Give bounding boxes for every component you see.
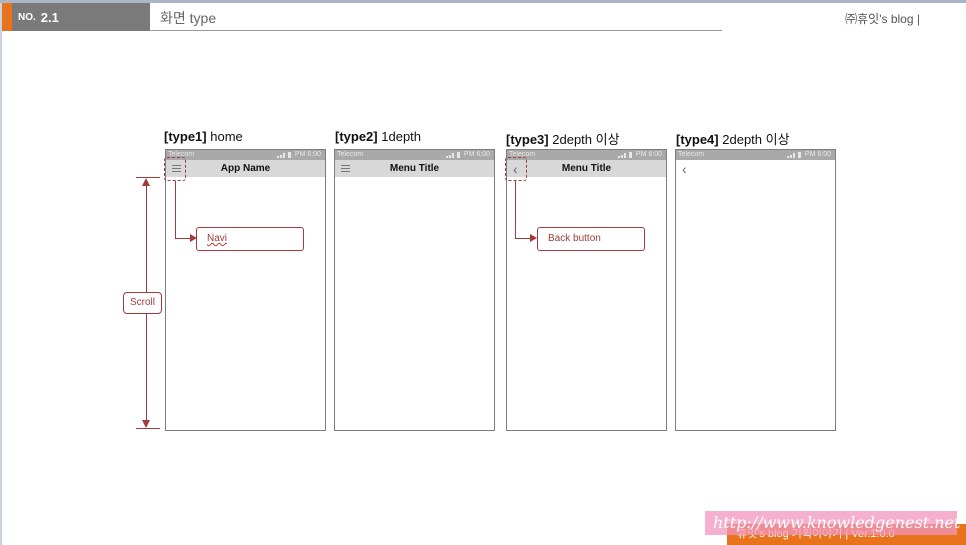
type-tag: [type1] (164, 129, 207, 144)
back-button-arrow (530, 234, 537, 242)
back-button-connector (515, 181, 516, 239)
signal-icon (269, 152, 295, 158)
signal-icon (779, 152, 805, 158)
scroll-top-tick (136, 177, 160, 178)
status-time: PM 6:00 (635, 151, 662, 158)
section-number-label: NO. (18, 11, 36, 23)
section-accent (2, 3, 12, 31)
navi-arrow (190, 234, 197, 242)
menu-icon[interactable] (172, 165, 181, 172)
type-tag: [type3] (506, 132, 549, 147)
type-desc: 2depth 이상 (552, 132, 620, 147)
type-label-4: [type4] 2depth 이상 (676, 129, 790, 148)
title-divider (150, 30, 722, 31)
left-border (0, 3, 2, 545)
back-chevron-icon[interactable]: ‹ (682, 161, 687, 177)
type-desc: 2depth 이상 (722, 132, 790, 147)
status-time: PM 6:00 (463, 151, 490, 158)
type-label-3: [type3] 2depth 이상 (506, 129, 620, 148)
scroll-arrow-down (142, 420, 150, 428)
watermark: http://www.knowledgenest.net (705, 511, 960, 535)
type-label-2: [type2] 1depth (335, 129, 421, 144)
phone-mockup-type4: Telecom PM 6:00 ‹ (675, 149, 836, 431)
navi-callout-text: Navi (207, 233, 228, 244)
phone-mockup-type3: Telecom PM 6:00 ‹ Menu Title (506, 149, 667, 431)
back-chevron-icon[interactable]: ‹ (513, 161, 518, 177)
carrier-label: Telecom (337, 151, 364, 158)
title-bar: ‹ Menu Title (507, 160, 666, 177)
status-bar: Telecom PM 6:00 (335, 150, 494, 160)
menu-title: Menu Title (561, 163, 612, 174)
status-time: PM 6:00 (294, 151, 321, 158)
menu-icon[interactable] (341, 165, 350, 172)
signal-icon (610, 152, 636, 158)
phone-mockup-type2: Telecom PM 6:00 Menu Title (334, 149, 495, 431)
status-bar: Telecom PM 6:00 (676, 150, 835, 160)
scroll-bottom-tick (136, 428, 160, 429)
signal-icon (438, 152, 464, 158)
blog-tag: ㈜휴잇's blog | (845, 12, 920, 26)
title-bar: App Name (166, 160, 325, 177)
status-bar: Telecom PM 6:00 (166, 150, 325, 160)
title-bar: Menu Title (335, 160, 494, 177)
type-desc: home (210, 129, 243, 144)
back-button-callout: Back button (537, 227, 645, 251)
back-button-callout-text: Back button (548, 233, 601, 244)
section-number-box: NO. 2.1 (12, 3, 150, 31)
section-number: 2.1 (40, 9, 59, 25)
top-border (0, 0, 966, 3)
type-label-1: [type1] home (164, 129, 243, 144)
carrier-label: Telecom (509, 151, 536, 158)
type-tag: [type4] (676, 132, 719, 147)
scroll-label: Scroll (123, 292, 162, 314)
phone-mockup-type1: Telecom PM 6:00 App Name (165, 149, 326, 431)
carrier-label: Telecom (168, 151, 195, 158)
type-desc: 1depth (381, 129, 422, 144)
back-button-connector (515, 238, 531, 239)
scroll-arrow-up (142, 178, 150, 186)
menu-title: Menu Title (389, 163, 440, 174)
navi-highlight (164, 157, 186, 181)
navi-callout: Navi (196, 227, 304, 251)
navi-connector (175, 181, 176, 239)
navi-connector (175, 238, 191, 239)
carrier-label: Telecom (678, 151, 705, 158)
title-bar: ‹ (676, 160, 835, 177)
status-bar: Telecom PM 6:00 (507, 150, 666, 160)
back-button-highlight (505, 157, 527, 181)
app-name-title: App Name (220, 163, 271, 174)
type-tag: [type2] (335, 129, 378, 144)
status-time: PM 6:00 (804, 151, 831, 158)
page-title: 화면 type (160, 10, 217, 26)
